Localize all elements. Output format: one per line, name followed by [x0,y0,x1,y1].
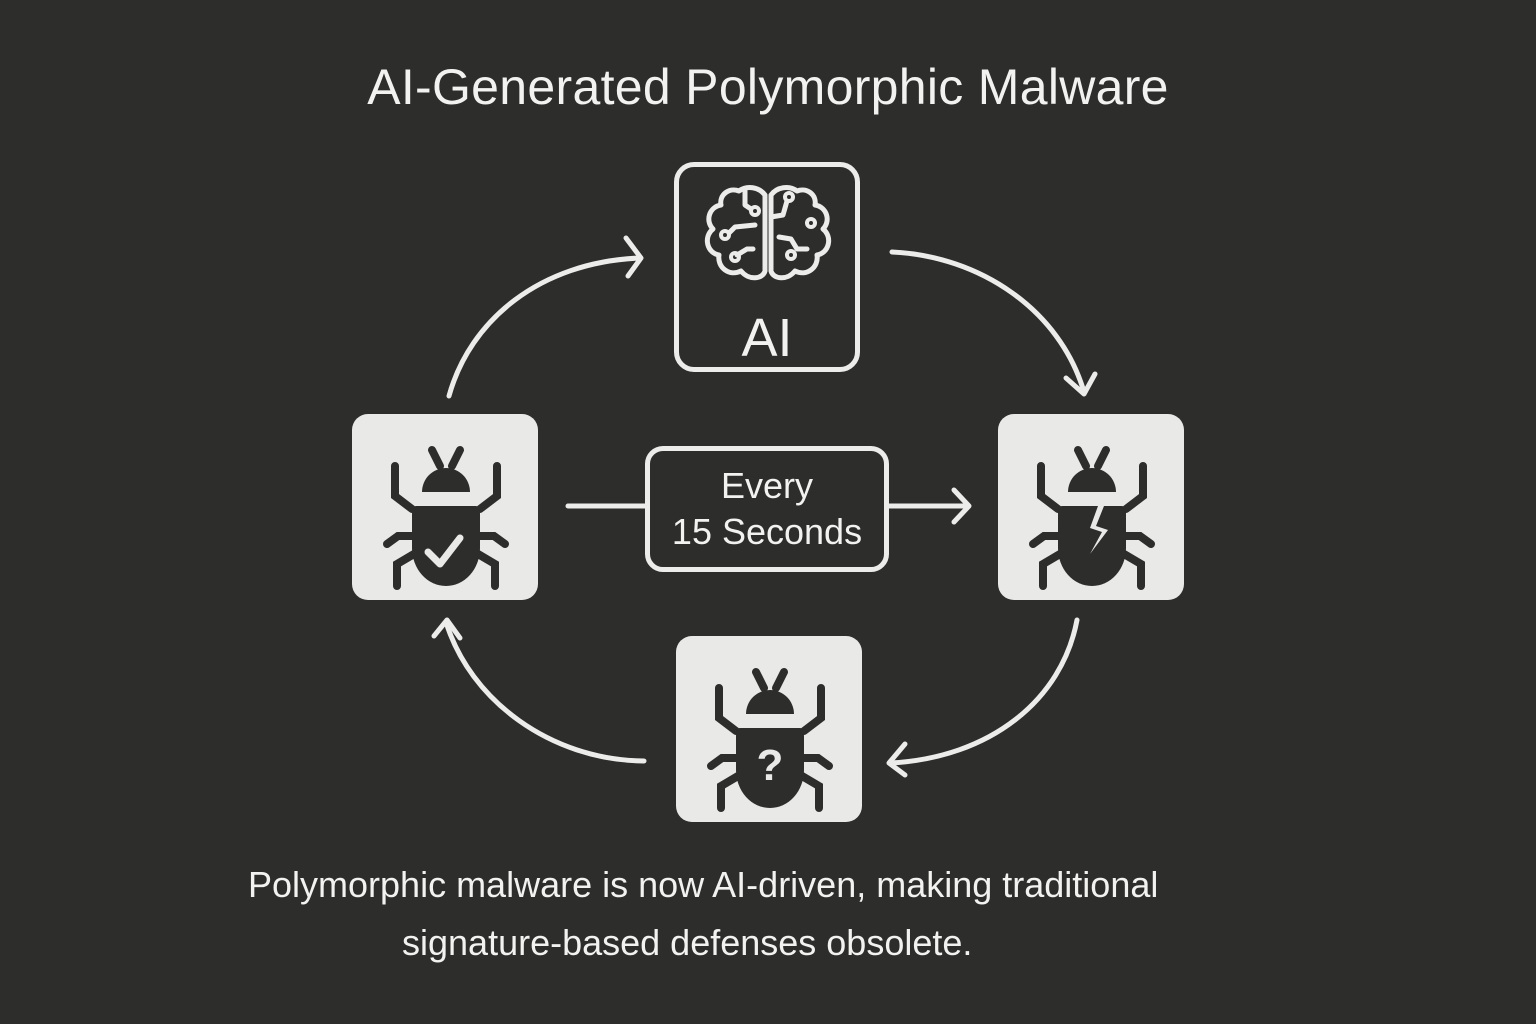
bug-check-icon [383,446,509,590]
interval-line2: 15 Seconds [671,511,863,552]
bug-cracked-icon [1029,446,1155,590]
arrow-right-to-bottom [887,617,1080,766]
arrow-ai-to-right [889,249,1087,395]
caption-line2: signature-based defenses obsolete. [402,922,973,963]
bug-node-detected [352,414,538,600]
arrow-bottom-to-left [443,619,647,764]
ai-label: AI [741,308,793,368]
diagram-title: AI-Generated Polymorphic Malware [367,59,1169,115]
interval-line1: Every [720,465,814,506]
question-mark: ? [757,741,784,790]
arrow-left-to-ai [446,255,643,399]
ai-node: AI [674,162,860,372]
brain-circuit-icon [704,185,832,281]
bug-question-icon: ? [707,668,833,812]
bug-node-unknown: ? [676,636,862,822]
bug-node-mutated [998,414,1184,600]
caption-line1: Polymorphic malware is now AI-driven, ma… [248,864,1159,905]
interval-label: Every 15 Seconds [645,446,889,572]
